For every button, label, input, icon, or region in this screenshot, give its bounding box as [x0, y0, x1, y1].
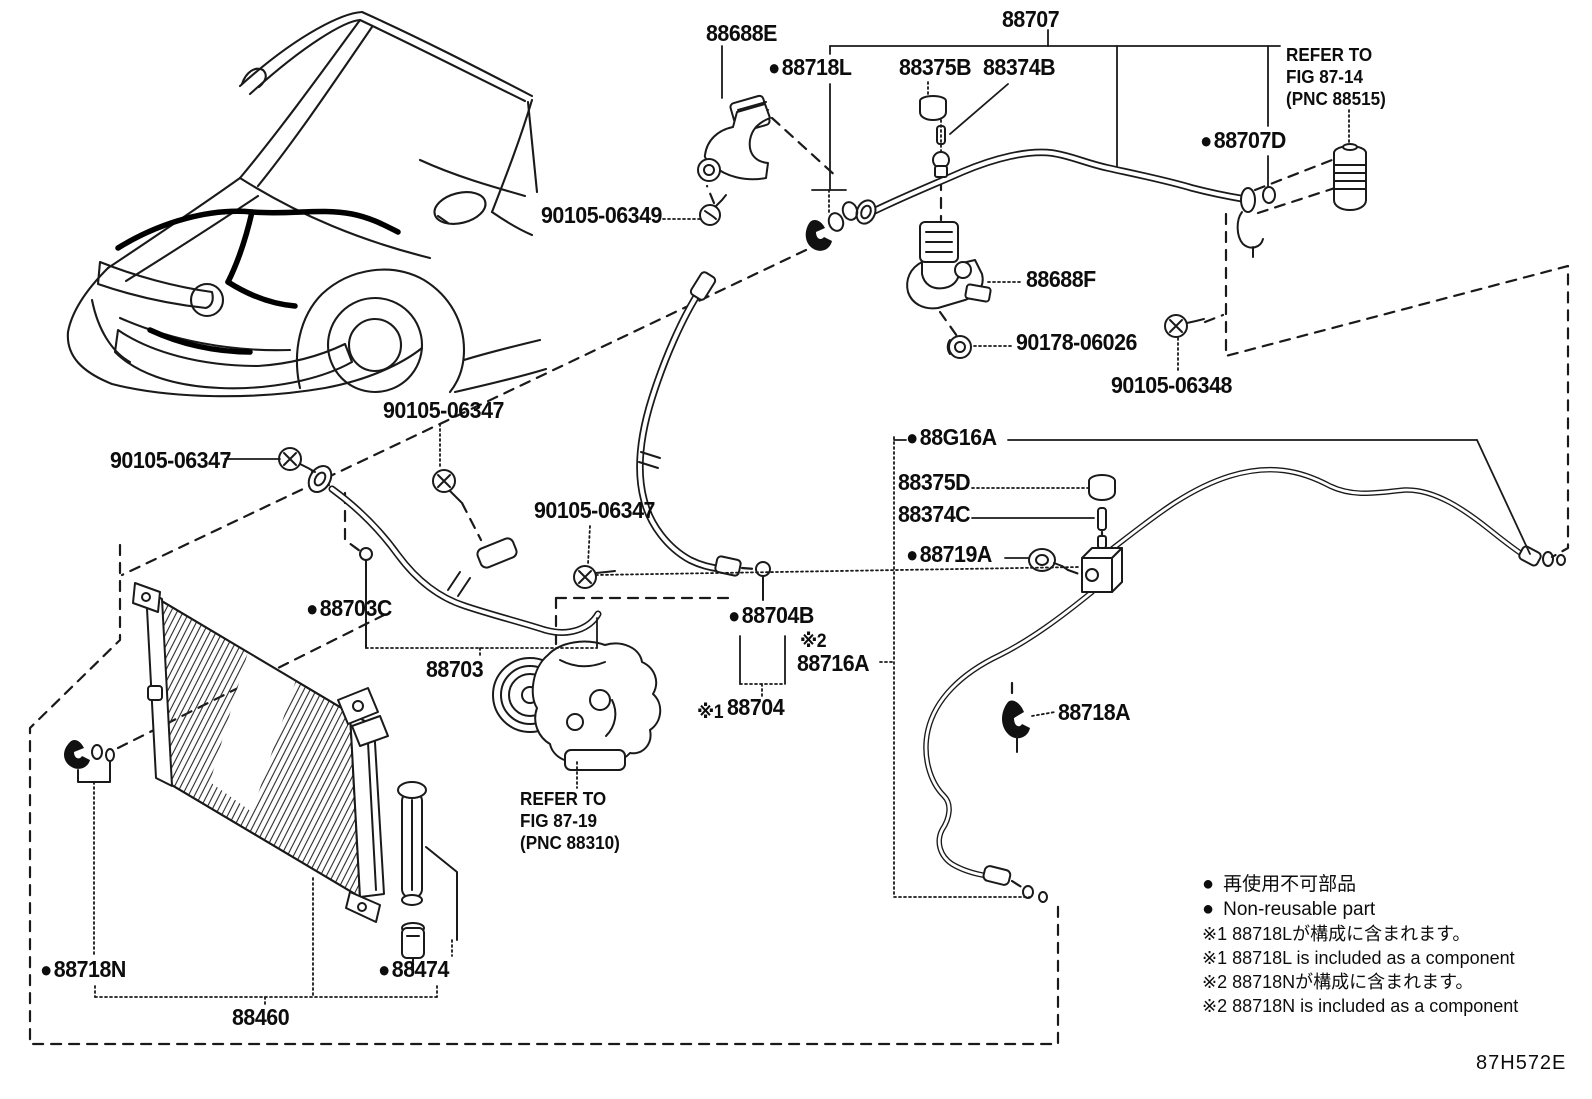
- legend-row-5: ※2 88718N is included as a component: [1202, 996, 1519, 1016]
- part-label-88375B: 88375B: [899, 54, 972, 80]
- legend-row-4: ※2 88718Nが構成に含まれます。: [1202, 972, 1474, 992]
- part-label-88G16A: ●88G16A: [906, 424, 997, 450]
- hose-88703: [307, 464, 602, 649]
- bracket-88688F: [906, 221, 992, 359]
- legend-row-0: ●再使用不可部品: [1202, 873, 1357, 895]
- part-label-88460: 88460: [232, 1004, 290, 1030]
- part-label-88707D: ●88707D: [1200, 127, 1286, 153]
- non-reusable-bullet-icon: ●: [306, 596, 318, 621]
- fasteners: [278, 314, 1205, 589]
- part-label-88716A: 88716A: [797, 650, 870, 676]
- diagram-code: 87H572E: [1476, 1052, 1567, 1074]
- part-label-88704B: ●88704B: [728, 602, 814, 628]
- part-label-88375D: 88375D: [898, 469, 971, 495]
- part-label-88703C: ●88703C: [306, 595, 392, 621]
- non-reusable-bullet-icon: ●: [906, 425, 918, 450]
- bolt-90105-06347-c: [573, 565, 616, 589]
- part-label-90105-06348: 90105-06348: [1111, 372, 1232, 398]
- legend-row-2: ※1 88718Lが構成に含まれます。: [1202, 924, 1471, 944]
- part-label-88688F: 88688F: [1026, 266, 1096, 292]
- non-reusable-bullet-icon: ●: [378, 957, 390, 982]
- compressor: [492, 640, 662, 771]
- part-label-90178-06026: 90178-06026: [1016, 329, 1137, 355]
- part-label-88719A: ●88719A: [906, 541, 992, 567]
- part-label-90105-06349: 90105-06349: [541, 202, 662, 228]
- part-label-90105-06347-b: 90105-06347: [383, 397, 504, 423]
- part-label-90105-06347-c: 90105-06347: [534, 497, 655, 523]
- part-label-88718N: ●88718N: [40, 956, 126, 982]
- non-reusable-bullet-icon: ●: [1202, 898, 1215, 920]
- non-reusable-bullet-icon: ●: [1202, 873, 1215, 895]
- hose-88704: [636, 271, 771, 601]
- part-label-88374C: 88374C: [898, 501, 971, 527]
- legend-row-1: ●Non-reusable part: [1202, 898, 1376, 920]
- refer-fig-87-19: REFER TO FIG 87-19 (PNC 88310): [520, 789, 620, 853]
- part-label-88474: ●88474: [378, 956, 449, 982]
- part-label-88704: 88704: [727, 694, 785, 720]
- part-label-note1-mark: ※1: [697, 702, 724, 723]
- clamp-88718L: [805, 201, 859, 251]
- part-label-88707: 88707: [1002, 6, 1060, 32]
- refer-fig-87-14: REFER TO FIG 87-14 (PNC 88515): [1286, 45, 1386, 109]
- non-reusable-bullet-icon: ●: [906, 542, 918, 567]
- non-reusable-bullet-icon: ●: [768, 55, 780, 80]
- part-88515: [1333, 143, 1367, 211]
- condenser: [64, 582, 458, 973]
- car-illustration: [66, 10, 548, 398]
- tube-88716A: [923, 466, 1566, 903]
- bolt-90105-06347-b: [432, 469, 462, 503]
- part-label-88703: 88703: [426, 656, 484, 682]
- non-reusable-bullet-icon: ●: [1200, 128, 1212, 153]
- non-reusable-bullet-icon: ●: [40, 957, 52, 982]
- part-label-90105-06347-a: 90105-06347: [110, 447, 231, 473]
- part-label-88718L: ●88718L: [768, 54, 852, 80]
- part-label-88374B: 88374B: [983, 54, 1056, 80]
- legend-row-3: ※1 88718L is included as a component: [1202, 948, 1515, 968]
- pipe-88707: [855, 95, 1276, 258]
- part-label-88718A: 88718A: [1058, 699, 1131, 725]
- bolt-90105-06347-a: [278, 447, 316, 473]
- bracket-88688E: [697, 94, 771, 226]
- non-reusable-bullet-icon: ●: [728, 603, 740, 628]
- bolt-90105-06348: [1164, 314, 1205, 338]
- leader-lines: [93, 29, 1531, 1007]
- part-label-note2-mark: ※2: [800, 631, 827, 652]
- legend: ●再使用不可部品 ●Non-reusable part ※1 88718Lが構成に含…: [1202, 872, 1518, 1018]
- part-label-88688E: 88688E: [706, 20, 777, 46]
